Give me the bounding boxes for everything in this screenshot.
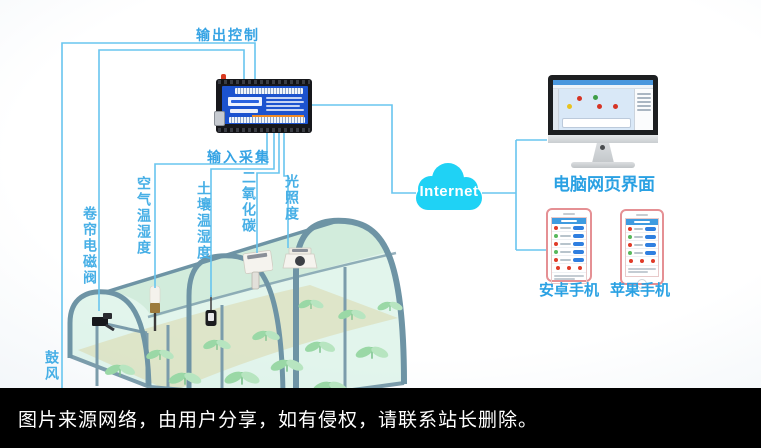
monitor-stand xyxy=(592,143,614,163)
din-rail-top xyxy=(218,80,310,84)
input-collect-label: 输入采集 xyxy=(207,149,271,165)
android-phone-label: 安卓手机 xyxy=(538,282,599,299)
android-phone xyxy=(546,208,592,284)
internet-label: Internet xyxy=(419,183,479,200)
serial-port-icon xyxy=(214,111,225,126)
app-header xyxy=(626,219,658,225)
curtain-valve-sensor xyxy=(92,313,115,331)
app-titlebar xyxy=(553,80,653,85)
app-menubar xyxy=(553,85,653,89)
disclaimer-text: 图片来源网络，由用户分享，如有侵权，请联系站长删除。 xyxy=(18,409,539,431)
co2-sensor xyxy=(243,250,273,290)
brand-plate xyxy=(228,97,262,106)
app-canvas xyxy=(559,89,634,130)
controller-device xyxy=(214,74,312,133)
app-toolbar xyxy=(553,89,559,130)
phone-speaker xyxy=(636,214,648,216)
sensor-label-soil: 土壤温湿度 xyxy=(196,181,212,261)
cloud-icon xyxy=(416,163,482,210)
output-control-label: 输出控制 xyxy=(196,27,260,43)
soil-temp-humidity-sensor xyxy=(205,295,217,326)
pc-web-label: 电脑网页界面 xyxy=(553,175,655,194)
din-rail-bottom xyxy=(218,128,310,132)
sensor-label-blower: 鼓风 xyxy=(44,350,60,382)
apple-phone-label: 苹果手机 xyxy=(609,282,670,299)
terminal-strip-top xyxy=(235,88,303,94)
phone-speaker xyxy=(563,213,575,215)
pc-monitor xyxy=(548,75,658,170)
controller-body xyxy=(214,79,312,133)
sensor-label-air: 空气温湿度 xyxy=(136,176,152,256)
monitor-chin xyxy=(548,135,658,143)
internet-cloud: Internet xyxy=(413,162,485,212)
android-phone-screen xyxy=(551,217,587,284)
light-sensor xyxy=(282,247,318,269)
monitor-base xyxy=(571,162,635,168)
terminal-strip-bottom xyxy=(229,117,305,123)
panel-accent-line xyxy=(252,115,304,117)
sensor-label-co2: 二氧化碳 xyxy=(241,170,257,234)
disclaimer-bar: 图片来源网络，由用户分享，如有侵权，请联系站长删除。 xyxy=(0,388,761,448)
sensor-label-curtain-valve: 卷帘电磁阀 xyxy=(82,206,98,286)
apple-phone-screen xyxy=(625,218,659,277)
model-text-placeholder xyxy=(230,109,258,113)
app-sidepanel xyxy=(634,89,653,130)
apple-phone xyxy=(620,209,664,289)
monitor-bezel xyxy=(548,75,658,135)
sensor-label-light: 光照度 xyxy=(284,174,300,222)
controller-front-panel xyxy=(222,86,308,124)
app-header xyxy=(552,218,586,224)
apple-logo-icon xyxy=(600,145,605,150)
monitor-screen xyxy=(553,80,653,130)
app-statusbar xyxy=(562,118,631,128)
antenna-icon xyxy=(221,74,226,83)
air-temp-humidity-sensor xyxy=(149,286,161,331)
home-button-icon xyxy=(637,279,647,289)
